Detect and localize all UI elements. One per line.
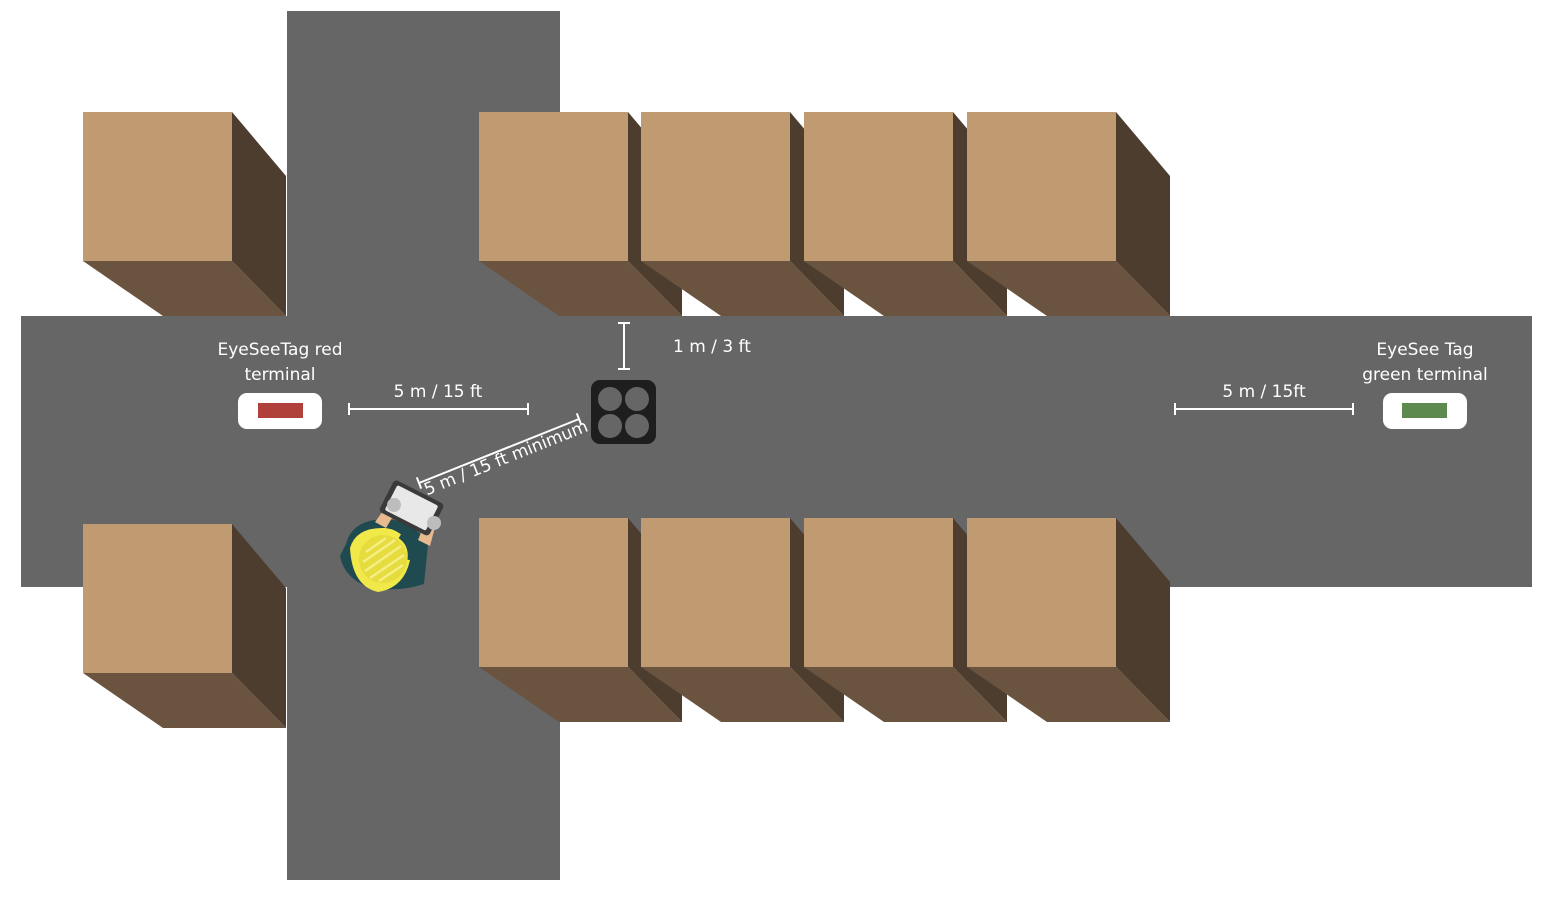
box-side-face (232, 524, 286, 728)
vertical-distance-label: 1 m / 3 ft (673, 337, 751, 357)
box-front-face (967, 667, 1170, 722)
box-top-face (479, 112, 628, 261)
worker-with-tablet-icon (340, 480, 444, 592)
green-terminal-icon (1383, 393, 1467, 429)
left-distance-label: 5 m / 15 ft (394, 382, 483, 402)
box-side-face (232, 112, 286, 316)
green-terminal-label-line2: green terminal (1362, 365, 1488, 385)
box-top-face (967, 112, 1116, 261)
box-front-face (83, 261, 286, 316)
right-distance-label: 5 m / 15ft (1222, 382, 1306, 402)
box-top-face (479, 518, 628, 667)
red-terminal-label-line2: terminal (244, 365, 315, 385)
shelving-boxes (83, 112, 1170, 728)
storage-box (83, 112, 286, 316)
box-top-face (83, 112, 232, 261)
box-side-face (1116, 112, 1170, 316)
red-terminal-icon (238, 393, 322, 429)
box-front-face (479, 261, 682, 316)
green-terminal-indicator (1402, 403, 1447, 418)
left-distance-marker (348, 403, 529, 415)
box-side-face (1116, 518, 1170, 722)
box-front-face (804, 667, 1007, 722)
box-front-face (641, 261, 844, 316)
storage-box (967, 112, 1170, 316)
box-top-face (804, 112, 953, 261)
box-top-face (641, 518, 790, 667)
box-top-face (83, 524, 232, 673)
green-terminal-label-line1: EyeSee Tag (1376, 340, 1473, 360)
box-top-face (804, 518, 953, 667)
storage-box (967, 518, 1170, 722)
storage-box (83, 524, 286, 728)
right-distance-marker (1174, 403, 1354, 415)
box-front-face (479, 667, 682, 722)
box-front-face (967, 261, 1170, 316)
box-top-face (641, 112, 790, 261)
red-terminal-label-line1: EyeSeeTag red (217, 340, 342, 360)
box-front-face (83, 673, 286, 728)
vertical-distance-marker (618, 322, 630, 370)
box-front-face (804, 261, 1007, 316)
diagonal-distance-marker (415, 413, 583, 489)
box-top-face (967, 518, 1116, 667)
four-circle-antenna-icon (591, 380, 656, 444)
red-terminal-indicator (258, 403, 303, 418)
box-front-face (641, 667, 844, 722)
